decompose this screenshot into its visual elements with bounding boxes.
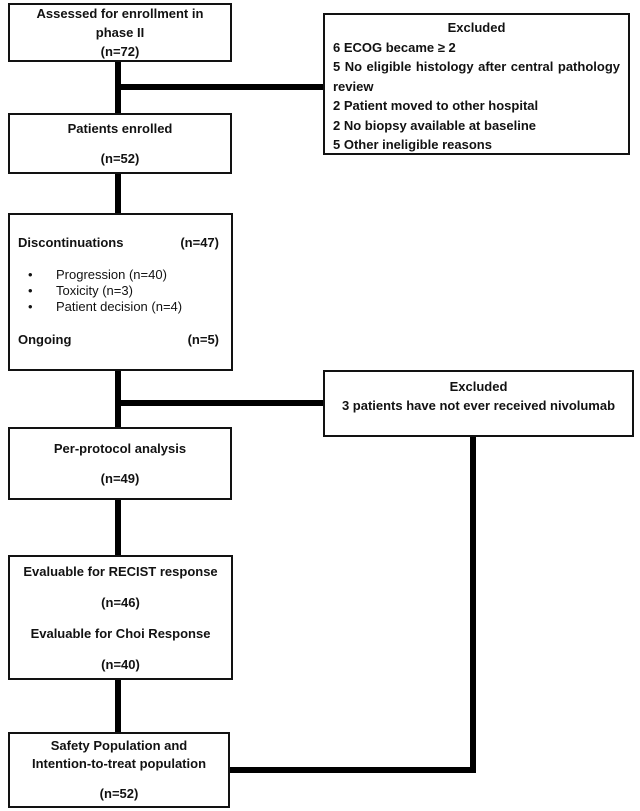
bullet-icon: • xyxy=(28,299,33,314)
bullet-icon: • xyxy=(28,267,33,282)
bullet-text: Progression (n=40) xyxy=(56,267,167,282)
box-patients-enrolled: Patients enrolled (n=52) xyxy=(8,113,232,174)
list-item: • Progression (n=40) xyxy=(18,267,219,283)
connector-perprotocol-to-evaluable xyxy=(115,500,121,555)
connector-branch-excluded2 xyxy=(115,400,323,406)
box-excluded-screening: Excluded 6 ECOG became ≥ 2 5 No eligible… xyxy=(323,13,630,155)
discontinuations-n: (n=47) xyxy=(180,235,219,250)
excluded1-item: 2 No biopsy available at baseline xyxy=(333,117,537,133)
box-discontinuations: Discontinuations (n=47) • Progression (n… xyxy=(8,213,233,371)
ongoing-n: (n=5) xyxy=(187,332,219,347)
list-item: • Toxicity (n=3) xyxy=(18,283,219,299)
excluded1-item: 5 No eligible histology after central pa… xyxy=(333,59,620,94)
excluded1-title: Excluded xyxy=(447,20,506,35)
assessed-line2: phase II xyxy=(95,25,145,40)
discontinuations-bullet-list: • Progression (n=40) • Toxicity (n=3) • … xyxy=(18,267,219,315)
list-item: • Patient decision (n=4) xyxy=(18,299,219,315)
assessed-n: (n=72) xyxy=(100,44,140,59)
safety-line1: Safety Population and xyxy=(50,738,188,753)
evaluable-choi-n: (n=40) xyxy=(101,656,140,672)
evaluable-recist-label: Evaluable for RECIST response xyxy=(23,563,218,579)
bullet-text: Patient decision (n=4) xyxy=(56,299,183,314)
box-safety-population: Safety Population and Intention-to-treat… xyxy=(8,732,230,808)
evaluable-recist-n: (n=46) xyxy=(101,594,140,610)
box-per-protocol-analysis: Per-protocol analysis (n=49) xyxy=(8,427,232,500)
excluded1-item: 5 Other ineligible reasons xyxy=(333,137,492,152)
excluded2-title: Excluded xyxy=(449,379,508,394)
discontinuations-title: Discontinuations xyxy=(18,235,124,250)
connector-enrolled-to-discontinuations xyxy=(115,174,121,213)
connector-branch-excluded1 xyxy=(115,84,323,90)
box-excluded-no-nivolumab: Excluded 3 patients have not ever receiv… xyxy=(323,370,634,437)
excluded1-item: 2 Patient moved to other hospital xyxy=(333,98,539,113)
connector-excluded2-drop xyxy=(470,437,476,773)
box-assessed-for-enrollment: Assessed for enrollment in phase II (n=7… xyxy=(8,3,232,62)
ongoing-label: Ongoing xyxy=(18,332,72,347)
safety-n: (n=52) xyxy=(99,786,139,801)
per-protocol-line1: Per-protocol analysis xyxy=(53,441,187,456)
bullet-icon: • xyxy=(28,283,33,298)
box-evaluable-response: Evaluable for RECIST response (n=46) Eva… xyxy=(8,555,233,680)
bullet-text: Toxicity (n=3) xyxy=(56,283,133,298)
connector-evaluable-to-safety xyxy=(115,680,121,732)
excluded1-item: 6 ECOG became ≥ 2 xyxy=(333,39,456,55)
evaluable-choi-label: Evaluable for Choi Response xyxy=(30,625,211,641)
per-protocol-n: (n=49) xyxy=(100,471,140,486)
excluded2-body: 3 patients have not ever received nivolu… xyxy=(341,398,616,413)
connector-safety-to-excluded2 xyxy=(230,767,476,773)
enrolled-n: (n=52) xyxy=(100,151,140,166)
safety-line2: Intention-to-treat population xyxy=(31,756,207,771)
connector-discontinuations-to-perprotocol xyxy=(115,371,121,427)
assessed-line1: Assessed for enrollment in xyxy=(36,6,204,21)
enrolled-line1: Patients enrolled xyxy=(67,121,173,136)
